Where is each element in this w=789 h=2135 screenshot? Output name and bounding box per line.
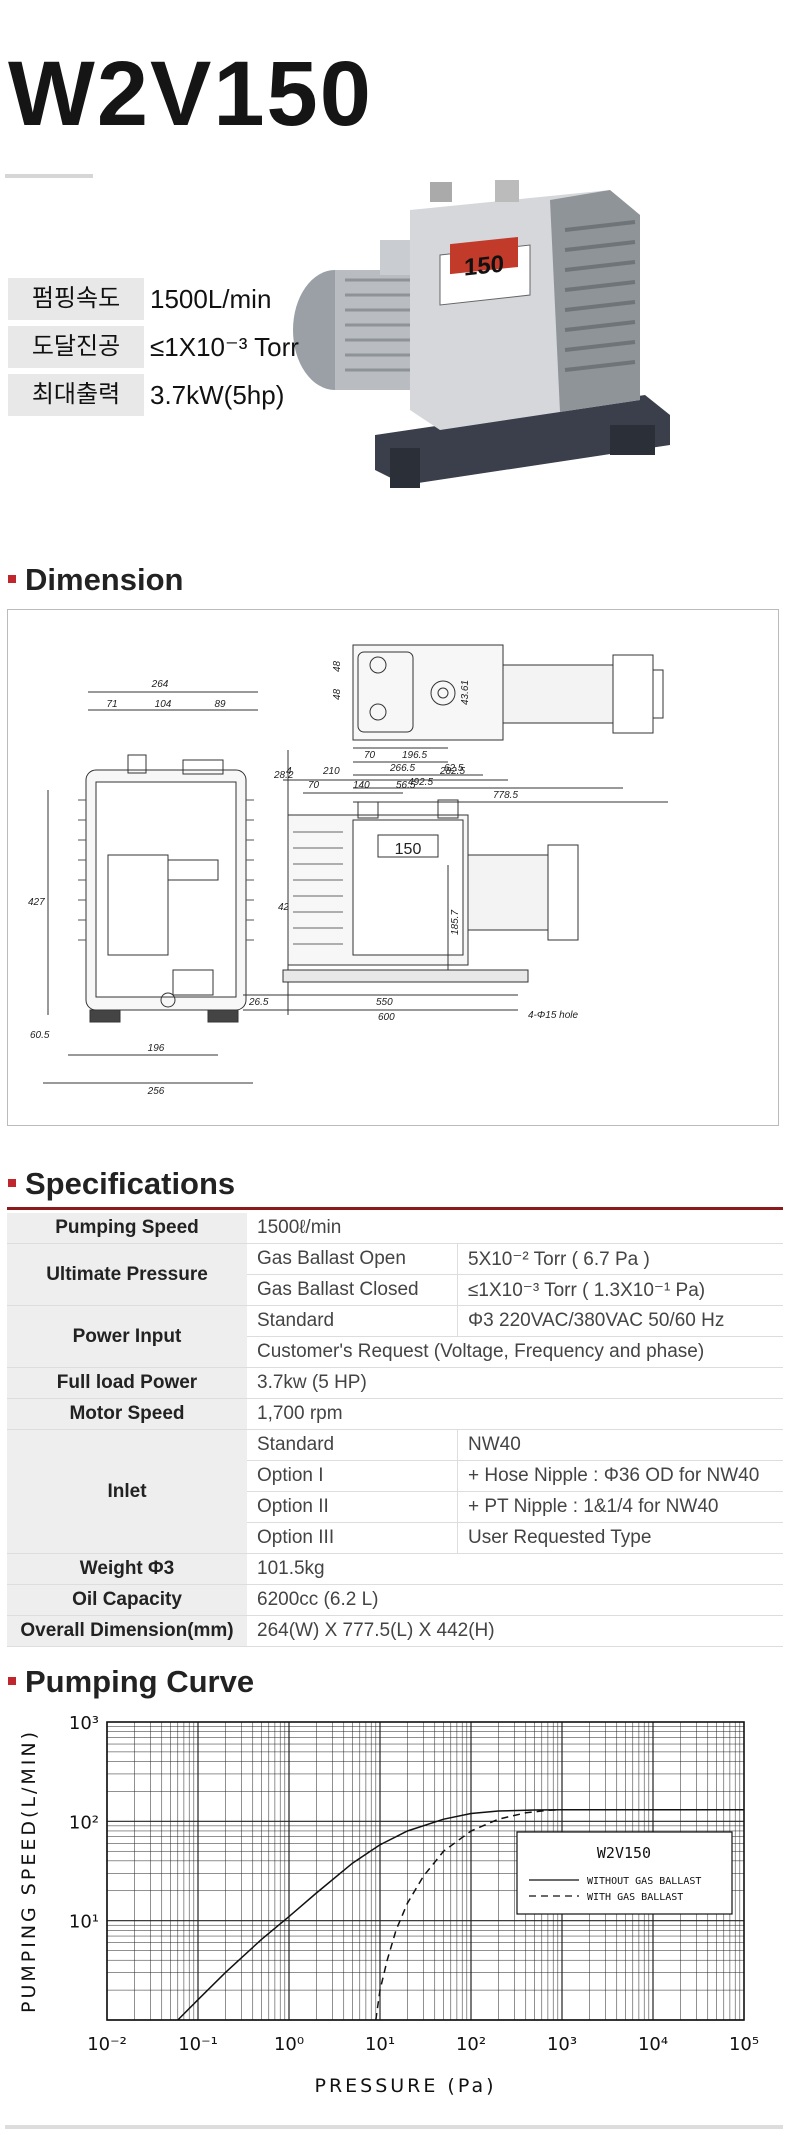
table-row: Option II + PT Nipple : 1&1/4 for NW40 bbox=[7, 1491, 783, 1523]
summary-value-vacuum: ≤1X10⁻³ Torr bbox=[150, 332, 299, 362]
x-tick-label: 10⁵ bbox=[729, 2034, 759, 2055]
pump-photo: 150 bbox=[293, 180, 670, 488]
summary-label-power: 최대출력 bbox=[8, 374, 144, 416]
legend-box bbox=[516, 1831, 733, 1915]
side-view bbox=[243, 779, 579, 1011]
title-underline bbox=[5, 174, 93, 178]
svg-text:196.5: 196.5 bbox=[402, 750, 427, 761]
svg-text:778.5: 778.5 bbox=[493, 790, 518, 801]
top-view bbox=[352, 644, 668, 803]
table-row: Weight Φ3 101.5kg bbox=[7, 1553, 783, 1585]
table-row: Overall Dimension(mm) 264(W) X 777.5(L) … bbox=[7, 1615, 783, 1647]
svg-text:43.61: 43.61 bbox=[460, 680, 471, 705]
svg-text:48: 48 bbox=[332, 688, 343, 700]
section-specifications-heading: Specifications bbox=[8, 1166, 235, 1202]
svg-text:60.5: 60.5 bbox=[30, 1030, 50, 1041]
svg-text:550: 550 bbox=[376, 997, 393, 1008]
svg-text:71: 71 bbox=[106, 699, 117, 710]
svg-text:600: 600 bbox=[378, 1012, 395, 1023]
y-tick-label: 10¹ bbox=[69, 1912, 99, 1933]
y-tick-label: 10² bbox=[69, 1812, 99, 1833]
svg-text:62.5: 62.5 bbox=[444, 763, 464, 774]
pump-badge-text: 150 bbox=[464, 251, 504, 282]
legend-entry: WITH GAS BALLAST bbox=[587, 1892, 683, 1903]
table-row: Gas Ballast Closed ≤1X10⁻³ Torr ( 1.3X10… bbox=[7, 1274, 783, 1306]
bottom-rule bbox=[5, 2125, 783, 2129]
table-row: Full load Power 3.7kw (5 HP) bbox=[7, 1367, 783, 1399]
front-view bbox=[43, 691, 289, 1084]
svg-text:104: 104 bbox=[155, 699, 172, 710]
summary-label-vacuum: 도달진공 bbox=[8, 326, 144, 368]
svg-text:48: 48 bbox=[332, 660, 343, 672]
table-row: Pumping Speed 1500ℓ/min bbox=[7, 1213, 783, 1244]
svg-text:256: 256 bbox=[147, 1086, 165, 1097]
table-row: Inlet Standard NW40 bbox=[7, 1429, 783, 1554]
spec-table-topline bbox=[7, 1207, 783, 1210]
svg-text:264: 264 bbox=[151, 679, 169, 690]
svg-text:210: 210 bbox=[322, 766, 340, 777]
svg-text:140: 140 bbox=[353, 780, 370, 791]
x-tick-label: 10² bbox=[456, 2034, 486, 2055]
table-row: Option I + Hose Nipple : Φ36 OD for NW40 bbox=[7, 1460, 783, 1492]
svg-text:56.5: 56.5 bbox=[396, 780, 416, 791]
table-row: Motor Speed 1,700 rpm bbox=[7, 1398, 783, 1430]
summary-value-power: 3.7kW(5hp) bbox=[150, 380, 285, 410]
svg-text:492.5: 492.5 bbox=[408, 777, 433, 788]
svg-text:26.5: 26.5 bbox=[248, 997, 269, 1008]
pump-base bbox=[375, 395, 670, 485]
x-tick-label: 10⁻² bbox=[87, 2034, 127, 2055]
series-line bbox=[177, 1808, 744, 2021]
legend-title: W2V150 bbox=[597, 1844, 651, 1862]
svg-text:4: 4 bbox=[286, 766, 292, 777]
spec-table: Pumping Speed 1500ℓ/min Ultimate Pressur… bbox=[7, 1213, 783, 1647]
svg-text:70: 70 bbox=[364, 750, 376, 761]
svg-text:282.5: 282.5 bbox=[439, 766, 465, 777]
table-row: Option III User Requested Type bbox=[7, 1522, 783, 1554]
svg-text:196: 196 bbox=[148, 1043, 165, 1054]
bullet-mark bbox=[8, 1676, 16, 1685]
y-tick-label: 10³ bbox=[69, 1713, 99, 1734]
x-tick-label: 10⁰ bbox=[274, 2034, 304, 2055]
y-axis-label: PUMPING SPEED(L/MIN) bbox=[18, 1729, 40, 2013]
table-row: Customer's Request (Voltage, Frequency a… bbox=[7, 1336, 783, 1368]
svg-text:28.2: 28.2 bbox=[273, 770, 294, 781]
svg-text:185.7: 185.7 bbox=[450, 910, 461, 935]
x-axis-label: PRESSURE (Pa) bbox=[314, 2075, 496, 2097]
svg-text:70: 70 bbox=[308, 780, 320, 791]
x-tick-label: 10⁻¹ bbox=[178, 2034, 218, 2055]
legend-entry: WITHOUT GAS BALLAST bbox=[587, 1876, 701, 1887]
x-tick-label: 10³ bbox=[547, 2034, 577, 2055]
pumping-curve-chart: 10⁻² 10⁻¹ 10⁰ 10¹ 10² 10³ 10⁴ 10⁵ 10³ 10² 10¹ PRESS… bbox=[18, 1713, 759, 2097]
svg-text:266.5: 266.5 bbox=[389, 763, 415, 774]
summary-label-speed: 펌핑속도 bbox=[8, 278, 144, 320]
page-title: W2V150 bbox=[8, 43, 373, 145]
table-row: Power Input Standard Φ3 220VAC/380VAC 50… bbox=[7, 1305, 783, 1368]
section-curve-heading: Pumping Curve bbox=[8, 1664, 254, 1700]
section-dimension-heading: Dimension bbox=[8, 562, 183, 598]
x-tick-label: 10¹ bbox=[365, 2034, 395, 2055]
series-line bbox=[375, 1808, 744, 2021]
bullet-mark bbox=[8, 1178, 16, 1187]
svg-text:89: 89 bbox=[214, 699, 226, 710]
plot-frame bbox=[106, 1721, 745, 2021]
svg-text:150: 150 bbox=[395, 841, 422, 858]
bullet-mark bbox=[8, 574, 16, 583]
summary-value-speed: 1500L/min bbox=[150, 284, 272, 314]
svg-text:427: 427 bbox=[28, 897, 45, 908]
x-tick-label: 10⁴ bbox=[638, 2034, 668, 2055]
svg-text:4-Φ15 hole: 4-Φ15 hole bbox=[528, 1010, 579, 1021]
table-row: Oil Capacity 6200cc (6.2 L) bbox=[7, 1584, 783, 1616]
table-row: Ultimate Pressure Gas Ballast Open 5X10⁻… bbox=[7, 1243, 783, 1306]
dimension-drawing: 264 71 104 89 28.2 427 420.7 60.5 196 25… bbox=[7, 609, 779, 1126]
